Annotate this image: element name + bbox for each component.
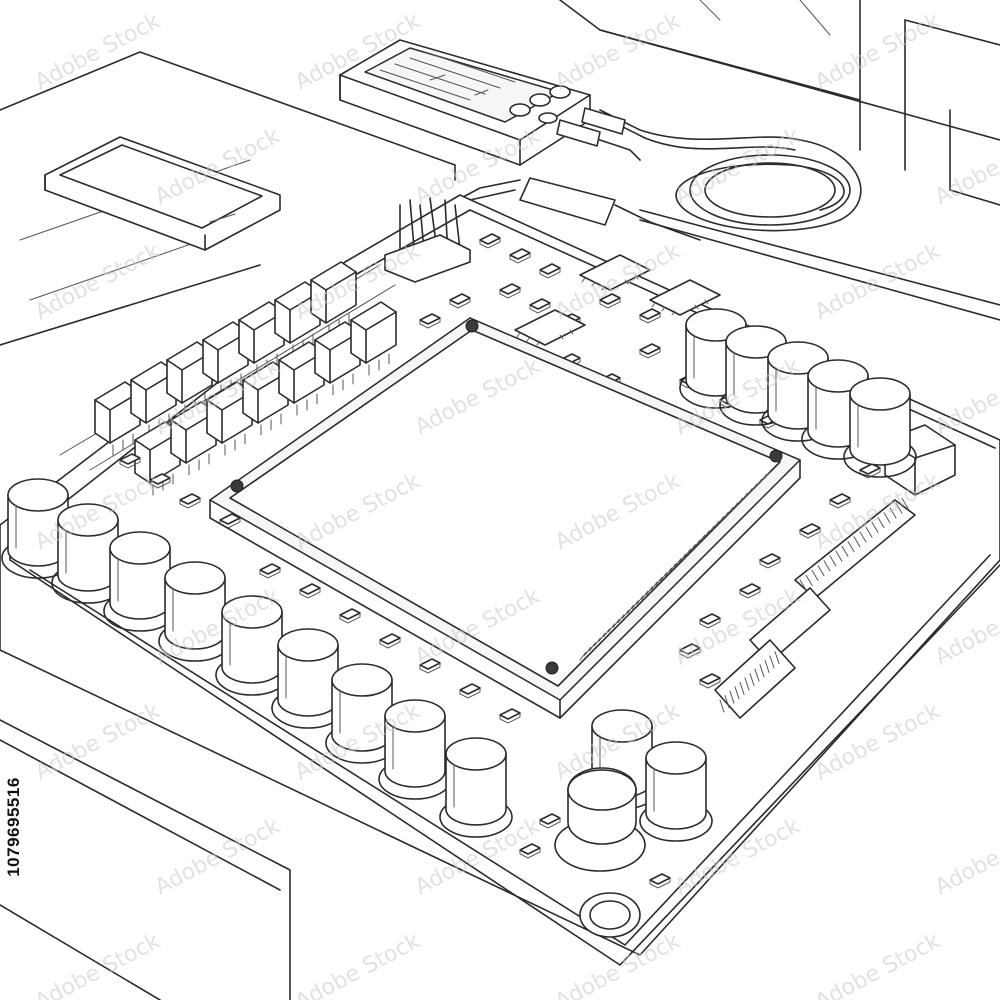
smd-component [509, 248, 531, 264]
probe-cables [419, 107, 862, 241]
smd-component [799, 523, 821, 539]
smd-component [699, 613, 721, 629]
relay [278, 341, 325, 416]
relay-bank [94, 197, 471, 496]
svg-text:Adobe Stock: Adobe Stock [931, 814, 1000, 901]
smd-component [379, 633, 401, 649]
smd-component [339, 608, 361, 624]
capacitor [158, 561, 232, 662]
smd-component [649, 873, 671, 889]
smd-component [539, 813, 561, 829]
pin-header [714, 424, 956, 719]
desk-surface [0, 51, 1000, 1000]
svg-text:Adobe Stock: Adobe Stock [811, 929, 944, 1000]
smd-component [699, 673, 721, 689]
tablet-device [44, 136, 281, 251]
stock-id-text: 1079695516 [4, 777, 24, 877]
relay [238, 301, 285, 376]
smd-component [259, 563, 281, 579]
capacitor [639, 741, 713, 842]
ic-chip [649, 279, 721, 316]
smd-component [479, 233, 501, 249]
smd-component [679, 643, 701, 659]
smd-component [299, 583, 321, 599]
smd-component [179, 493, 201, 509]
relay [310, 261, 357, 336]
smd-component [529, 298, 551, 314]
stock-id-label: 1079695516 [2, 752, 26, 902]
smd-component [539, 263, 561, 279]
svg-text:Adobe Stock: Adobe Stock [671, 124, 804, 211]
ic-chip [514, 309, 586, 346]
relay [202, 321, 249, 396]
relay [130, 361, 177, 436]
relay [94, 381, 141, 456]
smd-component [739, 583, 761, 599]
main-chip-module [209, 317, 801, 719]
capacitor [1, 478, 75, 579]
smd-component [639, 308, 661, 324]
smd-component [449, 293, 471, 309]
smd-component [459, 683, 481, 699]
svg-text:Adobe Stock: Adobe Stock [811, 9, 944, 96]
capacitor [103, 531, 177, 632]
smd-component [119, 453, 141, 469]
relay [166, 341, 213, 416]
smd-component [639, 343, 661, 359]
smd-component [419, 313, 441, 329]
ic-chip [579, 254, 651, 291]
smd-component [149, 473, 171, 489]
capacitor [215, 595, 289, 696]
capacitor-array [1, 308, 917, 842]
background-window-frame [559, 0, 1000, 206]
smd-component [519, 843, 541, 859]
smd-component [599, 293, 621, 309]
smd-component [759, 553, 781, 569]
relay [170, 401, 217, 476]
relay [274, 281, 321, 356]
handheld-meter [339, 39, 591, 166]
relay [134, 421, 181, 496]
svg-text:Adobe Stock: Adobe Stock [31, 9, 164, 96]
svg-text:Adobe Stock: Adobe Stock [31, 929, 164, 1000]
capacitor [439, 737, 513, 838]
svg-text:Adobe Stock: Adobe Stock [31, 699, 164, 786]
smd-component [499, 708, 521, 724]
smd-component [859, 463, 881, 479]
svg-text:Adobe Stock: Adobe Stock [931, 354, 1000, 441]
svg-text:Adobe Stock: Adobe Stock [31, 239, 164, 326]
power-jack [554, 767, 646, 938]
svg-text:Adobe Stock: Adobe Stock [551, 9, 684, 96]
relay [242, 361, 289, 436]
capacitor [325, 663, 399, 764]
relay [350, 301, 397, 376]
smd-component [829, 493, 851, 509]
svg-text:Adobe Stock: Adobe Stock [291, 929, 424, 1000]
capacitor [843, 377, 917, 478]
smd-component [419, 658, 441, 674]
small-components [119, 233, 891, 889]
relay [314, 321, 361, 396]
smd-component [499, 283, 521, 299]
svg-text:Adobe Stock: Adobe Stock [811, 239, 944, 326]
relay [206, 381, 253, 456]
